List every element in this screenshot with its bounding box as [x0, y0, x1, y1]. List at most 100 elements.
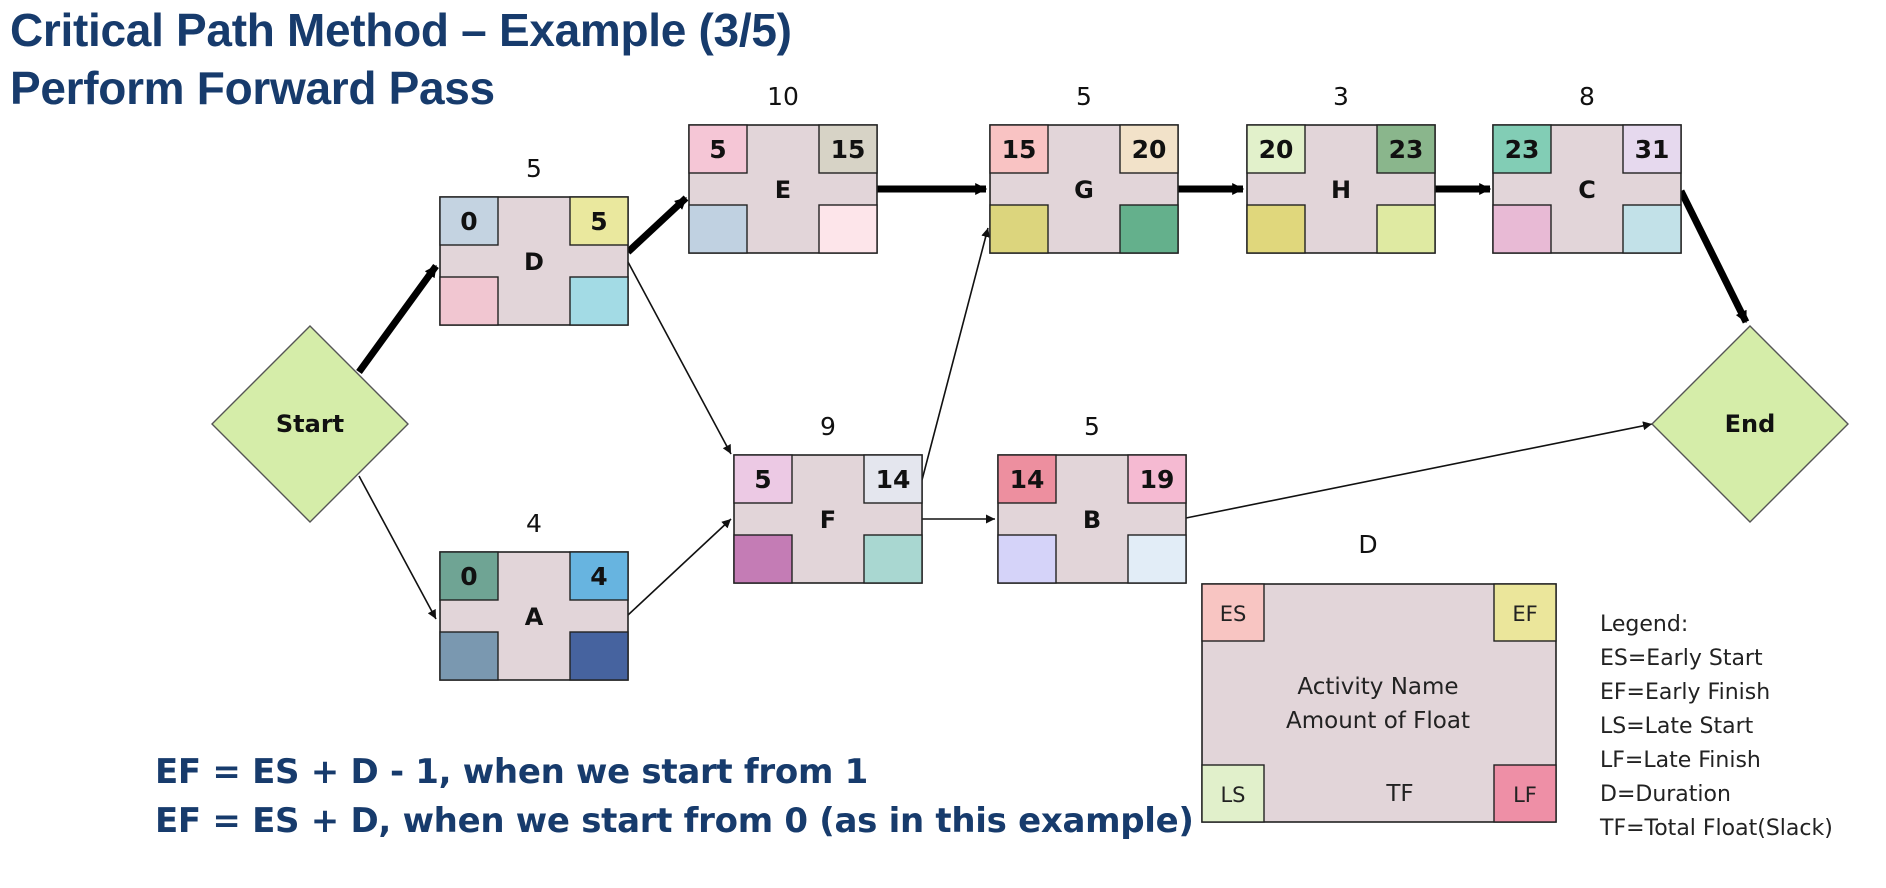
- edge-d-f: [627, 261, 732, 455]
- ef-value-g: 20: [1132, 135, 1167, 164]
- legend-ls-cell: [1201, 764, 1265, 823]
- ls-cell-a: [439, 631, 499, 681]
- end-node: End: [1651, 325, 1849, 523]
- legend-heading: Legend:: [1600, 612, 1689, 637]
- legend-item-d: D=Duration: [1600, 782, 1731, 807]
- edge-start-a: [358, 475, 437, 620]
- duration-label-f: 9: [820, 412, 836, 441]
- ef-value-d: 5: [590, 207, 607, 236]
- end-diamond: [1651, 325, 1849, 523]
- ef-cell-c: [1622, 124, 1682, 174]
- start-label: Start: [276, 410, 344, 438]
- edge-f-g: [921, 227, 991, 481]
- lf-cell-g: [1119, 204, 1179, 254]
- duration-label-g: 5: [1076, 82, 1092, 111]
- ls-cell-d: [439, 276, 499, 326]
- es-value-a: 0: [460, 562, 477, 591]
- es-value-h: 20: [1259, 135, 1294, 164]
- legend-item-ls: LS=Late Start: [1600, 714, 1754, 739]
- legend-lf-cell: [1493, 764, 1557, 823]
- edge-a-f: [627, 518, 732, 616]
- es-cell-a: [439, 551, 499, 601]
- edge-c-end: [1677, 189, 1750, 324]
- ef-cell-g: [1119, 124, 1179, 174]
- ef-cell-b: [1127, 454, 1187, 504]
- formula-start-from-zero: EF = ES + D, when we start from 0 (as in…: [155, 801, 1194, 841]
- lf-cell-f: [863, 534, 923, 584]
- ef-value-f: 14: [876, 465, 911, 494]
- activity-name-h: H: [1331, 176, 1351, 204]
- legend-es-label: ES: [1220, 602, 1247, 626]
- activity-name-d: D: [524, 248, 544, 276]
- legend-item-lf: LF=Late Finish: [1600, 748, 1761, 773]
- ef-value-h: 23: [1389, 135, 1424, 164]
- duration-label-b: 5: [1084, 412, 1100, 441]
- activity-node-a: 4 0 4A: [439, 509, 629, 681]
- legend-es-cell: [1201, 583, 1265, 642]
- ef-value-e: 15: [831, 135, 866, 164]
- edge-d-e: [625, 195, 689, 255]
- es-cell-e: [688, 124, 748, 174]
- es-cell-b: [997, 454, 1057, 504]
- activity-node-b: 5 14 19B: [997, 412, 1187, 584]
- legend-tf-label: TF: [1385, 781, 1413, 807]
- es-value-f: 5: [754, 465, 771, 494]
- es-value-d: 0: [460, 207, 477, 236]
- ef-cell-a: [569, 551, 629, 601]
- ls-cell-c: [1492, 204, 1552, 254]
- legend-ls-label: LS: [1220, 783, 1245, 807]
- ls-cell-b: [997, 534, 1057, 584]
- activity-name-c: C: [1578, 176, 1596, 204]
- end-label: End: [1725, 410, 1776, 438]
- legend-item-es: ES=Early Start: [1600, 646, 1763, 671]
- es-value-b: 14: [1010, 465, 1045, 494]
- ef-value-a: 4: [590, 562, 607, 591]
- legend-node-diagram: D ES EF LS LF Activity Name Amount of Fl…: [1201, 530, 1557, 823]
- lf-cell-d: [569, 276, 629, 326]
- ef-value-b: 19: [1140, 465, 1175, 494]
- activity-name-b: B: [1083, 506, 1101, 534]
- ef-cell-f: [863, 454, 923, 504]
- activity-name-a: A: [525, 603, 544, 631]
- legend-ef-label: EF: [1512, 602, 1537, 626]
- legend-amount-of-float: Amount of Float: [1286, 708, 1470, 734]
- ef-value-c: 31: [1635, 135, 1670, 164]
- duration-label-h: 3: [1333, 82, 1349, 111]
- es-value-e: 5: [709, 135, 726, 164]
- edge-start-d: [356, 263, 439, 375]
- es-cell-h: [1246, 124, 1306, 174]
- ls-cell-h: [1246, 204, 1306, 254]
- es-value-g: 15: [1002, 135, 1037, 164]
- es-cell-d: [439, 196, 499, 246]
- ef-cell-h: [1376, 124, 1436, 174]
- es-cell-g: [989, 124, 1049, 174]
- es-cell-f: [733, 454, 793, 504]
- legend-lf-label: LF: [1513, 783, 1537, 807]
- ef-cell-e: [818, 124, 878, 174]
- duration-label-a: 4: [526, 509, 542, 538]
- activity-node-h: 3 20 23H: [1246, 82, 1436, 254]
- ef-cell-d: [569, 196, 629, 246]
- ls-cell-f: [733, 534, 793, 584]
- page-subtitle: Perform Forward Pass: [10, 62, 495, 114]
- start-diamond: [211, 325, 409, 523]
- activity-node-c: 8 23 31C: [1492, 82, 1682, 254]
- duration-label-e: 10: [767, 82, 799, 111]
- terminals-layer: Start End: [211, 325, 1849, 523]
- duration-label-c: 8: [1579, 82, 1595, 111]
- es-cell-c: [1492, 124, 1552, 174]
- formula-start-from-one: EF = ES + D - 1, when we start from 1: [155, 752, 868, 792]
- edge-b-end: [1185, 421, 1653, 519]
- activity-name-g: G: [1074, 176, 1094, 204]
- legend-ef-cell: [1493, 583, 1557, 642]
- legend-list: Legend: ES=Early Start EF=Early Finish L…: [1600, 608, 1833, 846]
- lf-cell-e: [818, 204, 878, 254]
- es-value-c: 23: [1505, 135, 1540, 164]
- legend-activity-name: Activity Name: [1297, 674, 1458, 700]
- lf-cell-h: [1376, 204, 1436, 254]
